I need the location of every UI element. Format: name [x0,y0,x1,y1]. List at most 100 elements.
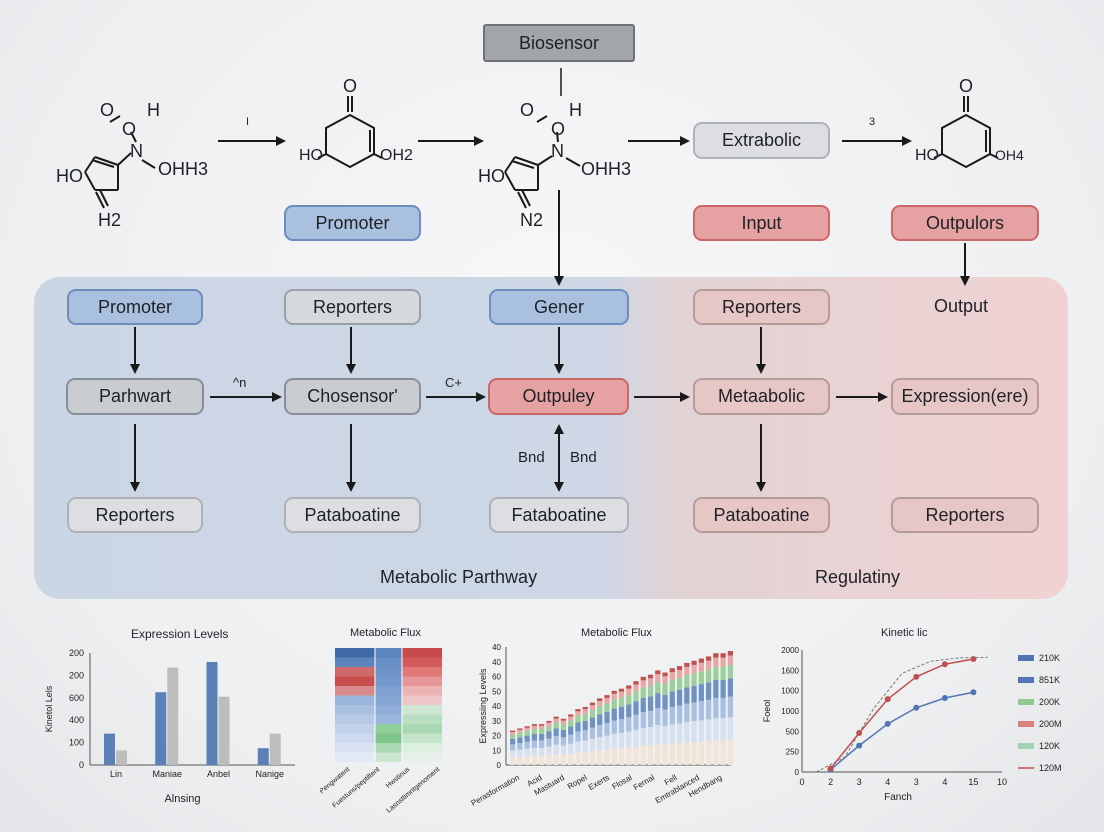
pataboatine-box-r3c2[interactable]: Pataboatine [284,497,421,533]
chart3-bar-segment [705,682,712,700]
pathway-panel [34,277,1068,599]
parhwart-box[interactable]: Parhwart [66,378,204,415]
chosensor-box[interactable]: Chosensor' [284,378,421,415]
chart3-bar-segment [531,740,538,748]
chart3-ytick: 40 [492,658,501,667]
chart2-cell [375,752,402,762]
chart3-bar-segment [589,751,596,765]
reporters-box-r1c2[interactable]: Reporters [284,289,421,325]
chart3-bar-segment [575,709,581,712]
chart3-bar-segment [531,756,538,765]
chart3-bar-segment [568,714,574,717]
reporters-box-r1c4[interactable]: Reporters [693,289,830,325]
chart3-bar-segment [546,731,552,739]
chart3-bar-segment [626,717,632,732]
chart3-bar-segment [647,745,654,765]
outpulors-box[interactable]: Outpulors [891,205,1039,241]
chart3-bar-segment [676,666,683,671]
gener-box[interactable]: Gener [489,289,629,325]
pataboatine-box-r3c4[interactable]: Pataboatine [693,497,830,533]
mol1-o: O [100,100,115,120]
chart3-bar-segment [705,719,712,742]
fataboatine-box[interactable]: Fataboatine [489,497,629,533]
chart3-bar-segment [676,743,683,765]
metabolic-pathway-title: Metabolic Parthway [380,567,538,587]
chart3-bar-segment [611,748,617,765]
chart4-point [856,742,863,749]
chart4-ytick: 250 [786,748,800,757]
chart1-ytick: 200 [69,648,84,658]
chart3-bar-segment [662,744,668,765]
promoter-box[interactable]: Promoter [67,289,203,325]
chart3-bar-segment [669,743,675,765]
chart1-bar [218,696,230,765]
extrabolic-box[interactable]: Extrabolic [693,122,830,159]
chart4-series-line [816,656,988,773]
chart2-cell [335,705,375,715]
chart3-bar-segment [510,738,516,745]
chart3-bar-segment [553,718,559,723]
chart4-series-line [829,658,974,770]
chart3-bar-segment [698,741,704,765]
mol4-oh4: OH4 [995,147,1024,163]
chart3-bar-segment [582,709,588,714]
biosensor-box[interactable]: Biosensor [483,24,635,62]
chart3-bar-segment [524,726,530,728]
molecule-1-bonds [84,115,156,209]
chart3-bar-segment [691,685,697,703]
chart3-bar-segment [597,750,603,765]
chart3-bar-segment [684,742,690,765]
chart3-bar-segment [553,722,559,729]
promoter-top-box[interactable]: Promoter [284,205,421,241]
chart4-ytick: 1000 [781,707,799,716]
chart3-bar-segment [546,720,552,723]
chart3-bar-segment [684,662,690,667]
chart3-bar-segment [713,740,719,765]
chart3-bar-segment [669,706,675,725]
chart3-bar-segment [669,672,675,680]
chart2-cell [335,667,375,677]
chart3-bar-segment [524,727,530,731]
metaabolic-box[interactable]: Metaabolic [693,378,830,415]
chart2-cell [375,743,402,753]
input-box[interactable]: Input [693,205,830,241]
reporters-box-r3c5[interactable]: Reporters [891,497,1039,533]
chart3-bar-segment [698,701,704,721]
chart3-bar-segment [575,711,581,716]
chart3-bar-segment [698,671,704,685]
chart2-cell [375,686,402,696]
reporters-box-r3c1[interactable]: Reporters [67,497,203,533]
chart3-bar-segment [676,670,683,678]
chart3-bar-segment [655,670,661,675]
chart1-bar [206,661,218,765]
chart3-bar-segment [568,743,574,754]
chart3-bar-segment [647,674,654,679]
chart3-bar-segment [524,756,530,765]
chart3-bar-segment [676,705,683,724]
chart3-bar-segment [720,718,726,741]
chart3-bar-segment [546,746,552,756]
chart1-bar [257,748,269,765]
chart3-bar-segment [669,679,675,692]
chart2-cell [375,657,402,667]
outpuley-box[interactable]: Outpuley [488,378,629,415]
chart3-bar-segment [655,708,661,726]
mol1-ho: HO [56,166,83,186]
chart3-bar-segment [618,691,625,698]
chart3-bar-segment [684,666,690,676]
chart3-ytick: 60 [492,673,501,682]
chart3-bar-segment [546,755,552,765]
chart3-bar-segment [698,684,704,702]
chart4-legend-swatch [1018,677,1034,683]
chart1-ytick: 400 [69,715,84,725]
chart3-bar-segment [684,703,690,723]
chart3-bar-segment [633,701,639,715]
chart3-bar-segment [517,756,523,765]
expression-box[interactable]: Expression(ere) [891,378,1039,415]
molecule-4-ring [933,96,999,169]
chart3-bar-segment [604,723,610,736]
bnd-right-label: Bnd [570,449,597,466]
chart3-bar-segment [713,653,719,658]
